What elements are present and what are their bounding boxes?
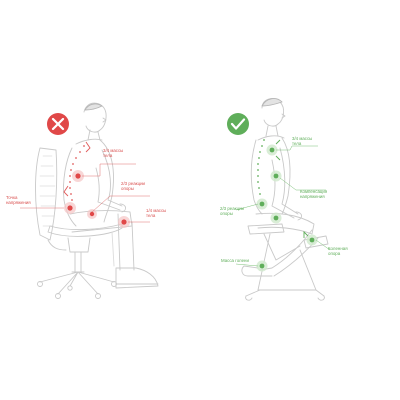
label-knee-support: Коленная опора — [328, 246, 348, 257]
label-mass-three-quarters-good: 3/4 массы тела — [292, 136, 313, 147]
check-mark-icon — [227, 113, 249, 135]
good-pressure-points — [256, 144, 318, 272]
label-support-reaction-good: 2/3 реакции опоры — [220, 206, 244, 217]
label-mass-one-quarter: 1/4 массы тела — [146, 208, 167, 219]
label-support-reaction-bad: 2/3 реакции опоры — [121, 181, 145, 192]
bad-pressure-points — [64, 170, 130, 228]
cross-mark-icon — [47, 113, 69, 135]
label-mass-three-quarters-bad: 3/4 массы тела — [103, 148, 124, 159]
label-shin-mass: Масса голени — [221, 258, 249, 263]
spine-dotted-line — [257, 139, 265, 195]
label-compensated-stress: Компенсация напряжения — [300, 189, 328, 200]
spine-dotted-line — [69, 145, 85, 201]
label-stress-point: Точка напряжения — [6, 195, 31, 206]
